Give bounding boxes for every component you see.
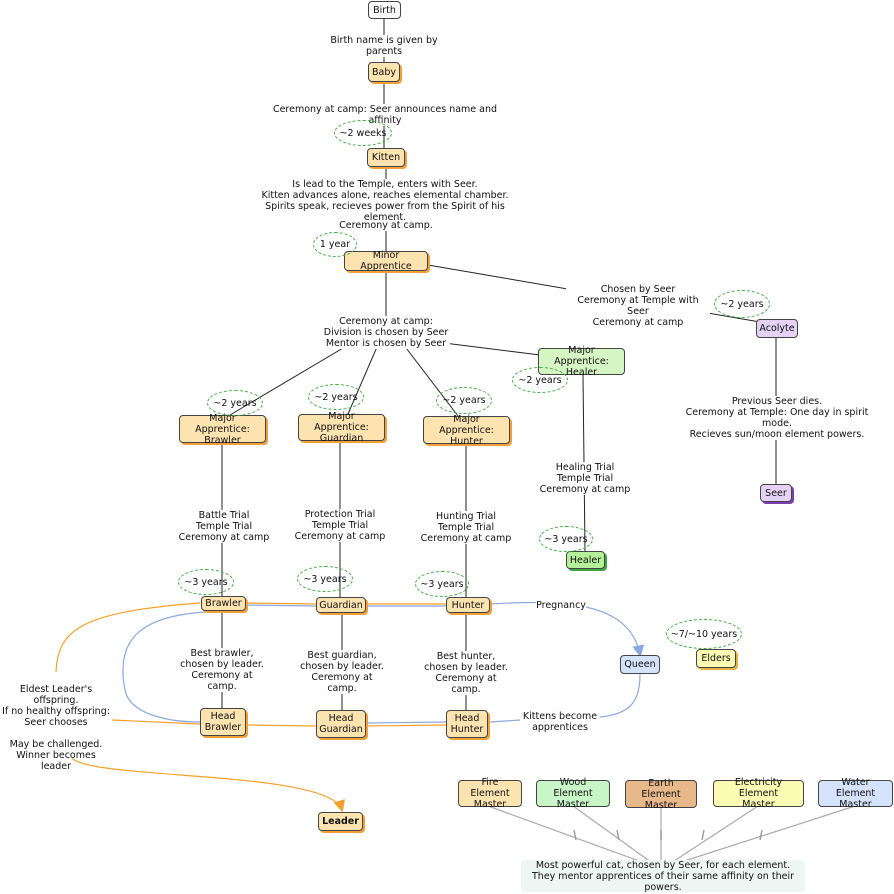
duration-one-year: 1 year (313, 232, 357, 257)
edge-orange-to-leader (71, 757, 345, 813)
node-head-hunter: Head Hunter (446, 710, 488, 738)
masters-note: Most powerful cat, chosen by Seer, for e… (521, 860, 805, 893)
node-brawler: Brawler (201, 596, 246, 611)
label-ceremony-at-camp: Ceremony at camp. (338, 220, 434, 231)
node-major-apprentice-hunter: Major Apprentice: Hunter (423, 414, 510, 447)
node-queen: Queen (620, 655, 660, 674)
edge-fire-note (487, 805, 651, 866)
edge-orange-brawler-leader (55, 602, 201, 673)
node-acolyte: Acolyte (756, 319, 798, 338)
node-major-apprentice-healer: Major Apprentice: Healer (538, 345, 625, 378)
label-battle-trial: Battle Trial Temple Trial Ceremony at ca… (178, 510, 270, 543)
node-water-element-master: Water Element Master (818, 777, 893, 810)
node-earth-element-master: Earth Element Master (625, 778, 697, 811)
tick-water (759, 829, 763, 841)
node-wood-element-master: Wood Element Master (536, 777, 610, 810)
label-best-guardian: Best guardian, chosen by leader. Ceremon… (296, 650, 388, 694)
label-hunting-trial: Hunting Trial Temple Trial Ceremony at c… (420, 511, 512, 544)
duration-major-hunter: ~2 years (436, 387, 492, 414)
duration-major-brawler: ~2 years (207, 390, 263, 416)
edge-water-note (671, 805, 856, 866)
label-best-hunter: Best hunter, chosen by leader. Ceremony … (420, 651, 512, 695)
label-temple: Is lead to the Temple, enters with Seer.… (250, 179, 520, 223)
node-leader: Leader (318, 812, 363, 831)
label-ceremony-seer-name: Ceremony at camp: Seer announces name an… (264, 104, 506, 126)
edge-orange-heads (111, 719, 201, 725)
label-leader-offspring: Eldest Leader's offspring. If no healthy… (2, 684, 110, 772)
label-chosen-by-seer: Chosen by Seer Ceremony at Temple with S… (566, 284, 710, 328)
node-guardian: Guardian (316, 597, 366, 613)
duration-major-guardian: ~2 years (308, 384, 364, 410)
duration-acolyte: ~2 years (714, 290, 770, 318)
node-hunter: Hunter (446, 597, 490, 613)
node-seer: Seer (760, 484, 792, 502)
label-kittens-become: Kittens become apprentices (520, 711, 600, 733)
duration-hunter: ~3 years (415, 571, 469, 597)
label-best-brawler: Best brawler, chosen by leader. Ceremony… (176, 648, 268, 692)
edge-blue-loop (122, 611, 207, 723)
edge-elec-note (667, 805, 759, 866)
edge-orange-brawler-guardian (245, 602, 317, 605)
label-protection-trial: Protection Trial Temple Trial Ceremony a… (292, 509, 388, 542)
duration-healer: ~3 years (539, 526, 593, 552)
duration-guardian: ~3 years (297, 566, 353, 592)
node-head-brawler: Head Brawler (200, 708, 246, 736)
node-healer: Healer (566, 551, 605, 569)
duration-two-weeks: ~2 weeks (334, 120, 392, 146)
node-birth: Birth (368, 1, 401, 19)
label-healing-trial: Healing Trial Temple Trial Ceremony at c… (538, 462, 632, 495)
label-previous-seer: Previous Seer dies. Ceremony at Temple: … (672, 396, 882, 440)
node-major-apprentice-guardian: Major Apprentice: Guardian (298, 411, 385, 444)
node-major-apprentice-brawler: Major Apprentice: Brawler (179, 413, 266, 446)
label-division: Ceremony at camp: Division is chosen by … (322, 316, 450, 349)
edge-orange-head-bg (247, 724, 317, 727)
duration-major-healer: ~2 years (512, 367, 568, 393)
edge-blue-pregnancy (489, 601, 645, 658)
label-pregnancy: Pregnancy (536, 600, 586, 611)
duration-brawler: ~3 years (178, 569, 234, 595)
tick-fire (573, 829, 577, 841)
edge-blue-brawler-guardian (245, 604, 317, 607)
edge-blue-head-gh (367, 721, 447, 724)
edge-blue-kittens-heads (489, 719, 521, 723)
node-elders: Elders (696, 649, 736, 668)
duration-elders: ~7/~10 years (666, 619, 742, 649)
tick-elec (701, 829, 705, 841)
node-head-guardian: Head Guardian (316, 710, 366, 738)
node-electricity-element-master: Electricity Element Master (713, 777, 804, 810)
node-kitten: Kitten (367, 148, 405, 167)
edge-wood-note (572, 805, 656, 866)
edge-orange-head-gh (367, 724, 447, 727)
label-birth-name: Birth name is given by parents (314, 35, 454, 57)
node-baby: Baby (368, 62, 400, 82)
node-fire-element-master: Fire Element Master (458, 777, 522, 810)
tick-wood (616, 829, 620, 841)
node-minor-apprentice: Minor Apprentice (344, 250, 428, 272)
